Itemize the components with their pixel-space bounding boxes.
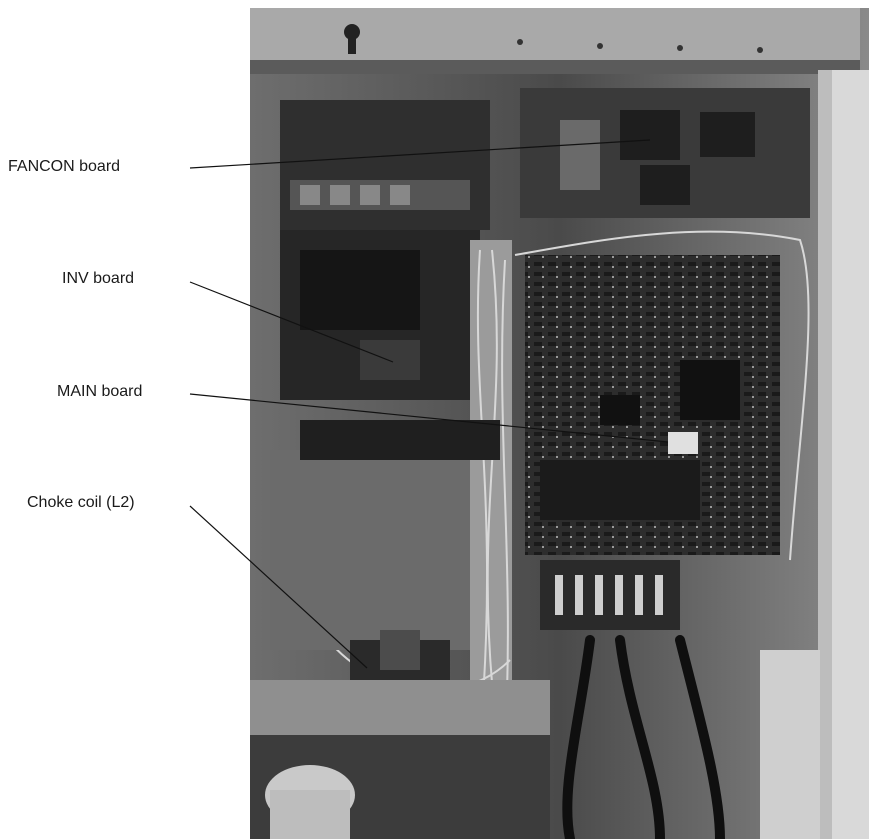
fancon-leader-line <box>189 139 651 169</box>
top-rail <box>250 8 860 66</box>
bottom-shelf <box>250 680 550 740</box>
fancon-board-label: FANCON board <box>8 158 121 175</box>
main-leader-line <box>189 393 669 443</box>
choke-leader-line <box>189 505 368 669</box>
main-board-label: MAIN board <box>57 383 143 400</box>
inv-leader-line <box>189 281 394 363</box>
inv-board-label: INV board <box>62 270 135 287</box>
choke-coil-label: Choke coil (L2) <box>27 494 135 511</box>
choke-coil-area <box>270 450 470 650</box>
